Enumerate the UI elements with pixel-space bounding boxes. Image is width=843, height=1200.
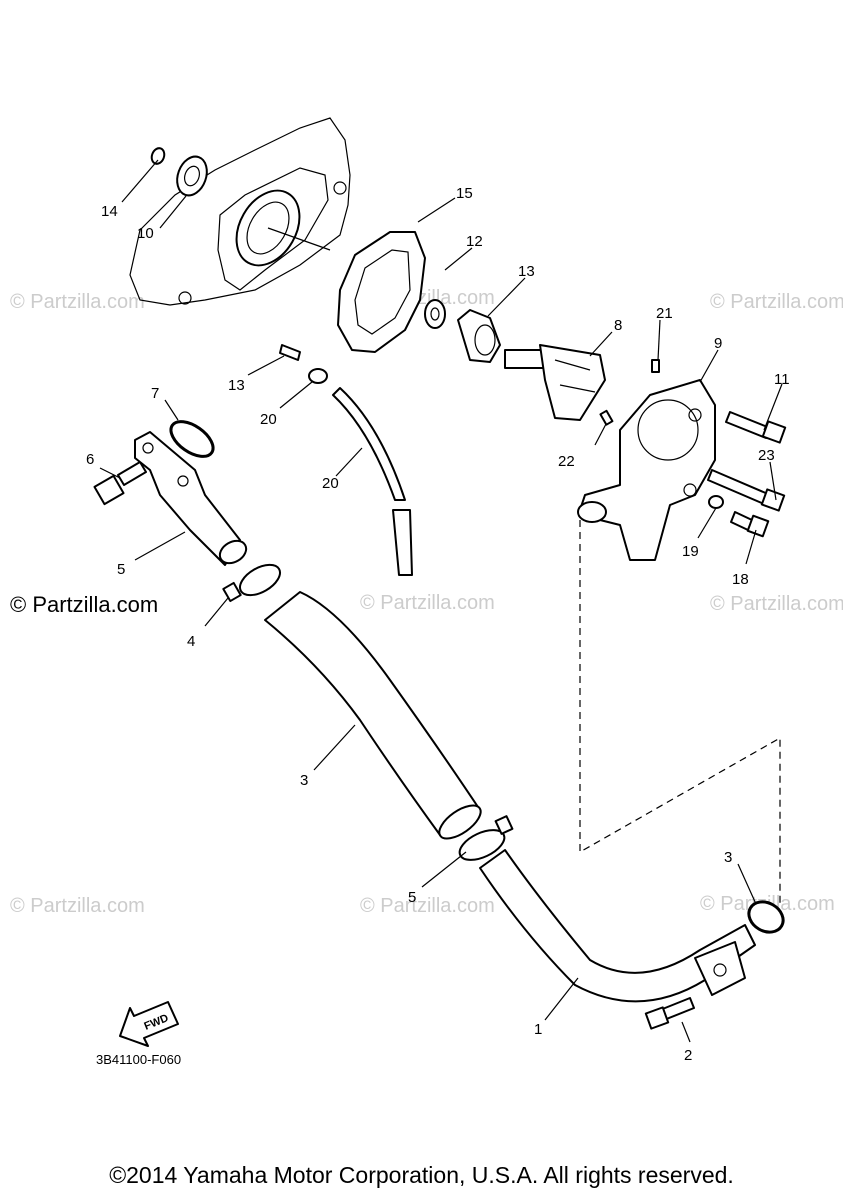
callouts: 14 10 15 12 13 8 21 9 11 22 23 19 18 13 … — [86, 185, 790, 1064]
watermarks: © Partzilla.com © Partzilla.com © Partzi… — [10, 287, 843, 917]
callout-11: 11 — [774, 371, 790, 388]
callout-20: 20 — [322, 475, 339, 492]
callout-13: 13 — [228, 377, 245, 394]
part-1-pipe — [479, 849, 756, 1003]
part-2-bolt — [644, 997, 695, 1030]
callout-21: 20 — [260, 411, 277, 428]
callout-22-top: 21 — [656, 305, 673, 322]
callout-4: 3 — [300, 772, 308, 789]
watermark: © Partzilla.com — [360, 592, 495, 614]
callout-23: 23 — [758, 447, 775, 464]
part-19-washer — [708, 495, 724, 509]
part-20-hose — [332, 387, 413, 576]
parts-diagram: © Partzilla.com © Partzilla.com © Partzi… — [10, 117, 843, 1064]
watermark: © Partzilla.com — [10, 291, 145, 313]
part-17-gasket — [337, 231, 426, 353]
part-5-hose-clamp — [458, 815, 514, 861]
part-3-o-ring — [747, 900, 785, 934]
part-16-circlip — [150, 147, 166, 165]
diagram-code: 3B41100-F060 — [96, 1052, 182, 1067]
callout-7: 6 — [86, 451, 94, 468]
assembly-lines — [579, 520, 781, 905]
part-4-hose — [264, 591, 482, 840]
part-9-impeller — [504, 344, 606, 421]
callout-9: 8 — [614, 317, 622, 334]
watermark: © Partzilla.com — [710, 593, 843, 615]
copyright-notice: ©2014 Yamaha Motor Corporation, U.S.A. A… — [109, 1162, 734, 1188]
callout-18: 18 — [732, 571, 749, 588]
part-13-pin — [279, 344, 301, 361]
part-22-dowel — [599, 359, 660, 426]
watermark: © Partzilla.com — [10, 592, 158, 617]
watermark: © Partzilla.com — [10, 895, 145, 917]
part-15-mechanical-seal — [457, 309, 501, 363]
fwd-arrow-icon: FWD — [119, 1001, 179, 1047]
callout-6: 5 — [117, 561, 125, 578]
part-21-clip — [308, 368, 328, 384]
callout-3: 3 — [724, 849, 732, 866]
callout-17: 15 — [456, 185, 473, 202]
watermark: © Partzilla.com — [710, 291, 843, 313]
part-10-pump-housing — [577, 379, 716, 561]
callout-10: 9 — [714, 335, 722, 352]
callout-15: 13 — [518, 263, 535, 280]
callout-14: 12 — [466, 233, 483, 250]
callout-12: 10 — [137, 225, 154, 242]
part-5-hose-clamp — [222, 563, 281, 603]
part-14-oil-seal — [424, 299, 446, 329]
part-18-bolt — [730, 511, 770, 538]
part-11-bolt — [725, 411, 787, 444]
leader-lines — [99, 159, 783, 1043]
callout-2: 2 — [684, 1047, 692, 1064]
part-7-bolt — [93, 461, 147, 506]
crankcase-cover — [129, 117, 351, 306]
watermark: © Partzilla.com — [360, 895, 495, 917]
callout-5-bottom: 5 — [408, 889, 416, 906]
part-23-bolt — [707, 469, 786, 512]
callout-22-bottom: 22 — [558, 453, 575, 470]
part-6-pipe — [134, 431, 248, 566]
part-8-o-ring — [169, 420, 215, 458]
callout-1: 1 — [534, 1021, 542, 1038]
part-12-bearing — [176, 155, 208, 197]
callout-19: 19 — [682, 543, 699, 560]
callout-5-top: 4 — [187, 633, 195, 650]
callout-8: 7 — [151, 385, 159, 402]
callout-16: 14 — [101, 203, 118, 220]
